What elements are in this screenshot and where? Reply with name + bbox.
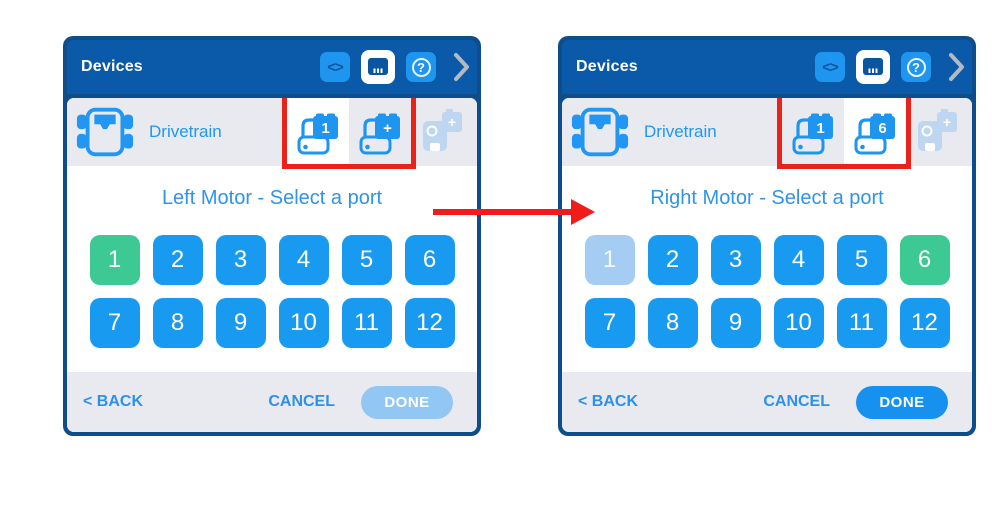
motor-port-icon: 1 <box>297 113 338 155</box>
devices-title: Devices <box>81 58 143 75</box>
help-button[interactable]: ? <box>901 52 931 82</box>
motor-slot-badge: + <box>383 120 392 137</box>
devices-brain-button[interactable] <box>361 50 395 84</box>
done-button[interactable]: DONE <box>856 385 948 419</box>
motor-port-icon: 1 <box>792 113 833 155</box>
code-view-button[interactable]: <> <box>815 52 845 82</box>
add-device-icon: + <box>918 109 957 151</box>
port-grid: 1 2 3 4 5 6 7 8 9 10 11 12 <box>67 235 477 348</box>
motor-port-icon: + <box>359 113 400 155</box>
devices-panel-left: Devices <> ? <box>63 36 481 436</box>
motor-port-icon: 6 <box>854 113 895 155</box>
devices-brain-button[interactable] <box>856 50 890 84</box>
add-device-badge: + <box>943 114 951 130</box>
motor-slot-2[interactable]: 6 <box>844 98 906 166</box>
add-device-slot[interactable]: + <box>906 98 968 166</box>
port-button-7[interactable]: 7 <box>584 298 635 348</box>
code-icon: <> <box>327 58 344 76</box>
port-button-8[interactable]: 8 <box>152 298 203 348</box>
header-icon-group: <> ? <box>320 50 471 84</box>
port-button-11[interactable]: 11 <box>341 298 392 348</box>
code-view-button[interactable]: <> <box>320 52 350 82</box>
devices-header: Devices <> ? <box>562 40 972 94</box>
drivetrain-label: Drivetrain <box>149 122 222 141</box>
port-row-top: 1 2 3 4 5 6 <box>89 235 455 285</box>
port-button-11[interactable]: 11 <box>836 298 887 348</box>
port-button-1[interactable]: 1 <box>89 235 140 285</box>
chevron-right-icon <box>454 53 469 81</box>
port-button-2[interactable]: 2 <box>152 235 203 285</box>
port-button-8[interactable]: 8 <box>647 298 698 348</box>
port-row-bottom: 7 8 9 10 11 12 <box>584 298 950 348</box>
port-button-7[interactable]: 7 <box>89 298 140 348</box>
chevron-right-icon <box>949 53 964 81</box>
motor-slot-2[interactable]: + <box>349 98 411 166</box>
drivetrain-row[interactable]: Drivetrain 1 <box>562 98 972 169</box>
motor-slot-group: 1 6 <box>777 98 968 169</box>
port-button-2[interactable]: 2 <box>647 235 698 285</box>
back-button[interactable]: < BACK <box>83 393 268 411</box>
motor-slot-badge: 6 <box>878 120 886 137</box>
collapse-panel-button[interactable] <box>948 52 966 82</box>
footer-bar: < BACK CANCEL DONE <box>67 372 477 432</box>
motor-slot-1[interactable]: 1 <box>782 98 844 166</box>
footer-bar: < BACK CANCEL DONE <box>562 372 972 432</box>
brain-icon <box>863 57 883 75</box>
back-button[interactable]: < BACK <box>578 393 763 411</box>
help-icon: ? <box>906 57 926 77</box>
port-button-9[interactable]: 9 <box>710 298 761 348</box>
drivetrain-label: Drivetrain <box>644 122 717 141</box>
add-device-icon: + <box>423 109 462 151</box>
drivetrain-icon <box>76 107 134 157</box>
port-row-top: 1 2 3 4 5 6 <box>584 235 950 285</box>
port-select-prompt: Left Motor - Select a port <box>161 187 383 209</box>
transition-arrow-head <box>571 199 595 225</box>
help-icon: ? <box>411 57 431 77</box>
help-button[interactable]: ? <box>406 52 436 82</box>
drivetrain-row[interactable]: Drivetrain 1 <box>67 98 477 169</box>
port-button-5[interactable]: 5 <box>836 235 887 285</box>
motor-slot-badge: 1 <box>321 120 329 137</box>
motor-slot-1[interactable]: 1 <box>287 98 349 166</box>
port-button-4[interactable]: 4 <box>773 235 824 285</box>
cancel-button[interactable]: CANCEL <box>268 393 335 410</box>
add-device-slot[interactable]: + <box>411 98 473 166</box>
port-button-6[interactable]: 6 <box>404 235 455 285</box>
devices-panel-right: Devices <> ? <box>558 36 976 436</box>
motor-slot-badge: 1 <box>816 120 824 137</box>
header-icon-group: <> ? <box>815 50 966 84</box>
port-row-bottom: 7 8 9 10 11 12 <box>89 298 455 348</box>
panel-body: Drivetrain 1 <box>67 98 477 432</box>
panel-body: Drivetrain 1 <box>562 98 972 432</box>
port-button-12[interactable]: 12 <box>404 298 455 348</box>
done-button[interactable]: DONE <box>361 385 453 419</box>
drivetrain-icon <box>571 107 629 157</box>
port-button-6[interactable]: 6 <box>899 235 950 285</box>
brain-icon <box>368 57 388 75</box>
devices-title: Devices <box>576 58 638 75</box>
port-button-9[interactable]: 9 <box>215 298 266 348</box>
port-select-prompt: Right Motor - Select a port <box>650 187 884 209</box>
port-button-10[interactable]: 10 <box>278 298 329 348</box>
port-button-3[interactable]: 3 <box>710 235 761 285</box>
port-button-4[interactable]: 4 <box>278 235 329 285</box>
port-button-10[interactable]: 10 <box>773 298 824 348</box>
port-button-5[interactable]: 5 <box>341 235 392 285</box>
transition-arrow-line <box>433 209 573 215</box>
add-device-badge: + <box>448 114 456 130</box>
port-button-1[interactable]: 1 <box>584 235 635 285</box>
cancel-button[interactable]: CANCEL <box>763 393 830 410</box>
code-icon: <> <box>822 58 839 76</box>
port-grid: 1 2 3 4 5 6 7 8 9 10 11 12 <box>562 235 972 348</box>
devices-header: Devices <> ? <box>67 40 477 94</box>
port-button-3[interactable]: 3 <box>215 235 266 285</box>
port-button-12[interactable]: 12 <box>899 298 950 348</box>
motor-slot-group: 1 + <box>282 98 473 169</box>
collapse-panel-button[interactable] <box>453 52 471 82</box>
